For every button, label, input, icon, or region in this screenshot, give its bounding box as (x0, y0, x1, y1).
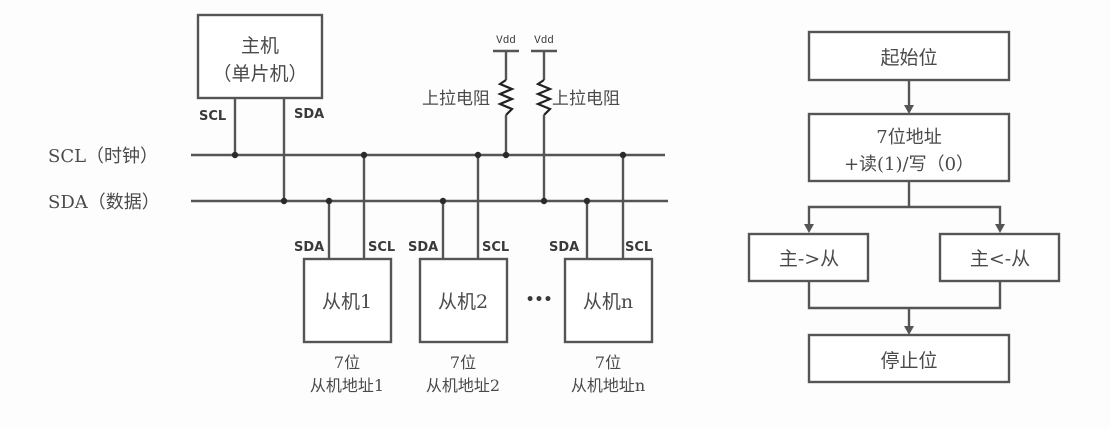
flow-merge-connector (807, 281, 1002, 310)
flow-branch-left-label: 主->从 (779, 248, 839, 270)
slave-addr-label: 从机地址2 (426, 376, 500, 395)
master-title: 主机 (241, 35, 279, 57)
pullup-label: 上拉电阻 (552, 89, 620, 109)
slave-name: 从机1 (322, 291, 372, 313)
i2c-bus-diagram: SCL（时钟） SDA（数据） 主机 （单片机） SCL SDA Vdd 上拉电… (48, 13, 668, 395)
slave-name: 从机n (583, 291, 633, 313)
flow-start-label: 起始位 (880, 47, 937, 69)
resistor-icon (535, 79, 553, 116)
junction-dot (583, 197, 591, 205)
junction-dot (231, 151, 239, 159)
slave-addr-label: 从机地址n (571, 376, 645, 395)
master-box (196, 13, 324, 100)
junction-dot (280, 197, 288, 205)
pullup-label: 上拉电阻 (422, 89, 490, 109)
arrow-down-icon (904, 326, 914, 335)
vdd-label: Vdd (534, 35, 554, 47)
junction-dot (619, 151, 627, 159)
flow-address-line2: +读(1)/写（0） (844, 154, 974, 175)
flow-branch-right-box (938, 232, 1061, 283)
slave-box (302, 257, 393, 344)
slave-addr-label: 从机地址1 (310, 376, 384, 395)
slave-addr-bits: 7位 (334, 353, 360, 372)
sda-bus-label: SDA（数据） (48, 192, 160, 213)
slave-name: 从机2 (438, 291, 488, 313)
flow-stop-box (807, 333, 1011, 384)
junction-dot (474, 151, 482, 159)
flow-stop-label: 停止位 (880, 350, 937, 372)
arrow-down-icon (904, 105, 914, 114)
scl-bus-label: SCL（时钟） (48, 146, 158, 167)
resistor-icon (497, 79, 515, 116)
slave-box (563, 257, 654, 344)
arrow-down-icon (995, 224, 1005, 233)
junction-dot (439, 197, 447, 205)
slave-scl-pin-label: SCL (368, 240, 395, 255)
master-sda-pin-label: SDA (294, 107, 324, 122)
ellipsis-more-slaves: ••• (526, 292, 553, 308)
slave-device-1: SDA SCL 从机1 7位 从机地址1 (294, 151, 395, 395)
flow-address-box (807, 112, 1011, 183)
arrow-down-icon (804, 224, 814, 233)
i2c-flowchart: 起始位 7位地址 +读(1)/写（0） 主->从 主<-从 停止位 (747, 30, 1061, 384)
master-scl-pin-label: SCL (199, 109, 226, 124)
slave-sda-pin-label: SDA (294, 240, 324, 255)
flow-address-line1: 7位地址 (876, 127, 941, 148)
junction-dot (360, 151, 368, 159)
slave-device-2: SDA SCL 从机2 7位 从机地址2 (408, 151, 509, 395)
flow-branch-connector (807, 205, 1002, 225)
master-device: 主机 （单片机） SCL SDA (196, 13, 324, 205)
slave-addr-bits: 7位 (450, 353, 476, 372)
pullup-resistor-2: Vdd 上拉电阻 (531, 35, 620, 205)
junction-dot (540, 197, 548, 205)
slave-scl-pin-label: SCL (482, 240, 509, 255)
slave-box (418, 257, 509, 344)
slave-sda-pin-label: SDA (408, 240, 438, 255)
junction-dot (502, 151, 510, 159)
slave-device-n: SDA SCL 从机n 7位 从机地址n (549, 151, 654, 395)
slave-sda-pin-label: SDA (549, 240, 579, 255)
flow-start-box (807, 30, 1011, 82)
vdd-label: Vdd (496, 35, 516, 47)
flow-branch-left-box (747, 232, 870, 283)
slave-addr-bits: 7位 (595, 353, 621, 372)
master-subtitle: （单片机） (212, 63, 307, 85)
junction-dot (325, 197, 333, 205)
slave-scl-pin-label: SCL (625, 240, 652, 255)
pullup-resistor-1: Vdd 上拉电阻 (422, 35, 519, 159)
flow-branch-right-label: 主<-从 (970, 248, 1030, 270)
